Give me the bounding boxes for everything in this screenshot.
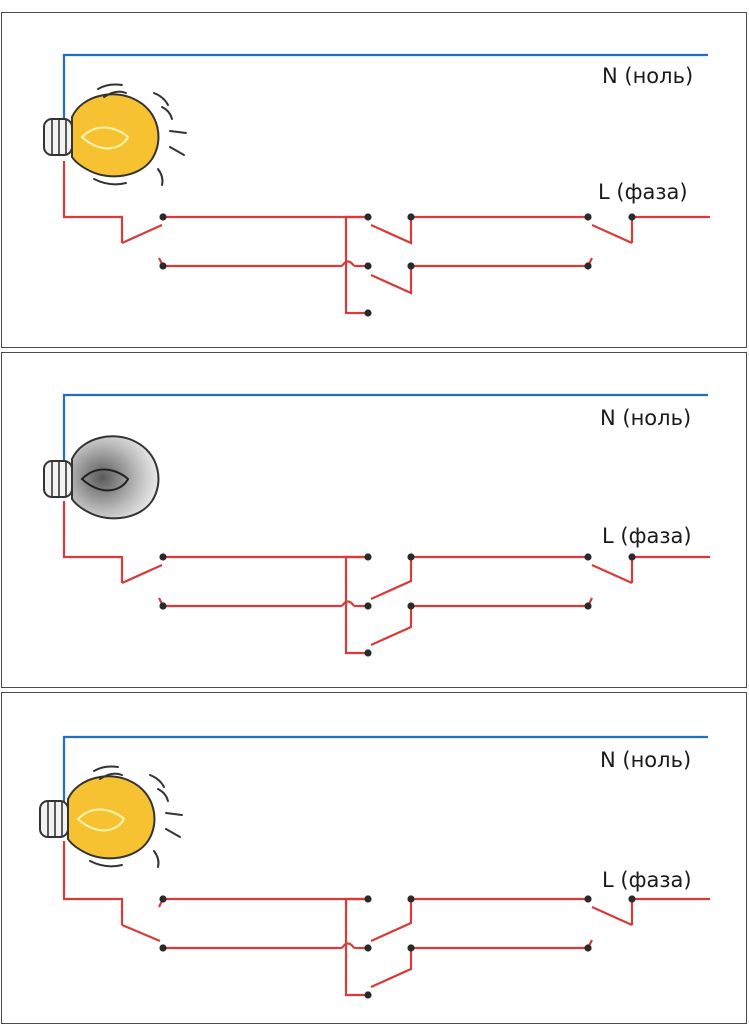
switch-b-lever-1 — [370, 217, 413, 245]
switch-a-lever — [121, 923, 161, 943]
light-bulb-icon — [39, 765, 183, 868]
phase-wire — [630, 215, 710, 243]
neutral-label: N (ноль) — [600, 748, 691, 772]
diagram-panel-3: N (ноль) L (фаза) — [0, 692, 749, 1024]
switch-b-lever-2 — [370, 948, 413, 989]
switch-c-lever — [591, 223, 633, 245]
terminals — [159, 553, 636, 657]
switch-a-lever — [121, 223, 163, 245]
phase-wire — [630, 897, 710, 925]
neutral-wire — [62, 53, 708, 125]
switch-b-lever-1 — [370, 899, 413, 943]
traveler-upper-left — [158, 897, 368, 908]
wire-crossover — [341, 260, 355, 267]
cross-switch-left-bus — [344, 215, 368, 315]
terminals — [159, 213, 636, 317]
traveler-lower-right — [411, 939, 593, 950]
traveler-lower-right — [411, 257, 593, 268]
neutral-label: N (ноль) — [600, 406, 691, 430]
switch-b-lever-2 — [370, 266, 413, 295]
lamp-feed-wire — [62, 501, 124, 583]
traveler-lower-left — [158, 257, 342, 268]
lamp-feed-wire — [62, 841, 124, 925]
lamp-feed-wire — [62, 161, 124, 243]
switch-c-lever — [591, 905, 633, 927]
traveler-lower-right — [411, 597, 593, 608]
cross-switch-left-bus — [344, 555, 368, 655]
phase-label: L (фаза) — [602, 868, 692, 892]
switch-b-lever-2 — [370, 606, 413, 647]
traveler-lower-left — [158, 597, 342, 608]
panel-frame: N (ноль) L (фаза) — [1, 12, 747, 348]
wire-crossover — [341, 600, 355, 607]
phase-label: L (фаза) — [598, 180, 688, 204]
switch-c-lever — [591, 563, 633, 585]
cross-switch-left-bus — [344, 897, 368, 997]
circuit-diagram-2: N (ноль) L (фаза) — [43, 393, 710, 657]
phase-label: L (фаза) — [602, 524, 692, 548]
panel-frame: N (ноль) L (фаза) — [1, 352, 747, 688]
neutral-wire — [62, 735, 708, 805]
switch-b-lever-1 — [370, 557, 413, 601]
neutral-wire — [62, 393, 708, 465]
diagram-panel-1: N (ноль) L (фаза) — [0, 12, 749, 348]
terminals — [159, 895, 636, 999]
phase-wire — [630, 555, 710, 583]
circuit-diagram-1: N (ноль) L (фаза) — [43, 53, 710, 317]
light-bulb-icon — [43, 83, 187, 186]
neutral-label: N (ноль) — [602, 64, 693, 88]
light-bulb-icon — [43, 435, 160, 520]
wire-crossover — [341, 942, 355, 949]
circuit-diagram-3: N (ноль) L (фаза) — [39, 735, 710, 999]
switch-a-lever — [121, 563, 163, 585]
panel-frame: N (ноль) L (фаза) — [1, 692, 747, 1024]
diagram-panel-2: N (ноль) L (фаза) — [0, 352, 749, 688]
